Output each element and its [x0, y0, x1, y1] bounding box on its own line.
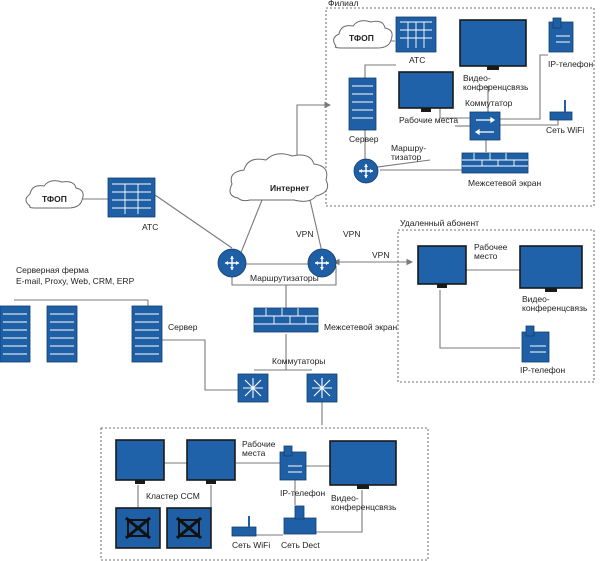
switches-main-label: Коммутаторы — [272, 356, 325, 366]
remote-user-label: Удаленный абонент — [400, 218, 479, 228]
switch-main-1 — [237, 373, 269, 403]
ccm-server-1 — [115, 507, 161, 549]
pbx-branch-label: АТС — [409, 55, 425, 65]
vc-main-label: Видео-конференцсвязь — [331, 493, 397, 512]
ccm-server-2 — [166, 507, 212, 549]
pstn-main-cloud: ТФОП — [25, 180, 84, 209]
ip-phone-branch — [548, 17, 574, 53]
firewall-main — [253, 307, 319, 333]
vpn-right-label: VPN — [343, 229, 360, 239]
ip-phone-main — [279, 445, 307, 481]
vpn-left-label: VPN — [296, 229, 313, 239]
vc-remote-label: Видео-конференцсвязь — [522, 294, 588, 313]
dect-main-label: Сеть Dect — [281, 540, 320, 550]
branch-label: Филиал — [328, 0, 359, 8]
server-farm-services: E-mail, Proxy, Web, CRM, ERP — [16, 276, 135, 286]
pbx-main-label: АТС — [142, 222, 158, 232]
workstation-main-2 — [186, 439, 236, 484]
ip-phone-main-label: IP-телефон — [280, 488, 326, 498]
pstn-branch-label: ТФОП — [349, 33, 374, 43]
workstation-branch — [398, 71, 454, 112]
switch-branch-label: Коммутатор — [465, 98, 513, 108]
workstations-branch-label: Рабочие места — [399, 115, 458, 125]
internet-cloud: Интернет — [229, 153, 329, 202]
ip-phone-remote — [521, 325, 550, 363]
routers-main-label: Маршрутизаторы — [250, 273, 319, 283]
wifi-main — [231, 516, 257, 537]
server-branch — [348, 77, 377, 131]
remote-frame — [397, 229, 595, 383]
wifi-branch-label: Сеть WiFi — [546, 125, 584, 135]
workstation-remote — [417, 245, 467, 288]
ip-phone-branch-label: IP-телефон — [548, 59, 594, 69]
router-branch — [353, 158, 379, 184]
vpn-remote-label: VPN — [372, 250, 389, 260]
vc-screen-branch — [459, 19, 527, 70]
vc-screen-remote — [519, 245, 583, 292]
pstn-branch-cloud: ТФОП — [333, 20, 393, 49]
dect-main — [283, 505, 317, 535]
firewall-branch — [461, 152, 529, 174]
server-farm-2 — [46, 305, 78, 363]
switch-main-2 — [306, 373, 338, 403]
pbx-main — [107, 177, 156, 218]
server-main-label: Сервер — [168, 322, 198, 332]
server-branch-label: Сервер — [349, 134, 379, 144]
wifi-main-label: Сеть WiFi — [232, 540, 270, 550]
firewall-main-label: Межсетевой экран — [324, 322, 397, 332]
internet-label: Интернет — [270, 183, 309, 193]
wifi-branch — [549, 100, 573, 121]
vc-screen-main — [329, 440, 397, 489]
workstation-main-1 — [115, 439, 165, 484]
router-main-2 — [307, 248, 337, 278]
router-main-1 — [217, 248, 247, 278]
office-frame — [100, 427, 429, 561]
ccm-cluster-label: Кластер CCM — [146, 491, 200, 501]
server-main — [131, 305, 163, 363]
switch-branch — [469, 111, 501, 141]
pstn-main-label: ТФОП — [42, 194, 67, 204]
ip-phone-remote-label: IP-телефон — [520, 365, 566, 375]
firewall-branch-label: Межсетевой экран — [468, 178, 541, 188]
vc-branch-label: Видео-конференцсвязь — [463, 73, 529, 92]
pbx-branch — [395, 16, 437, 53]
router-branch-label: Маршру-тизатор — [391, 143, 426, 162]
server-farm-label: Серверная ферма — [16, 265, 89, 275]
server-farm-1 — [0, 305, 31, 363]
